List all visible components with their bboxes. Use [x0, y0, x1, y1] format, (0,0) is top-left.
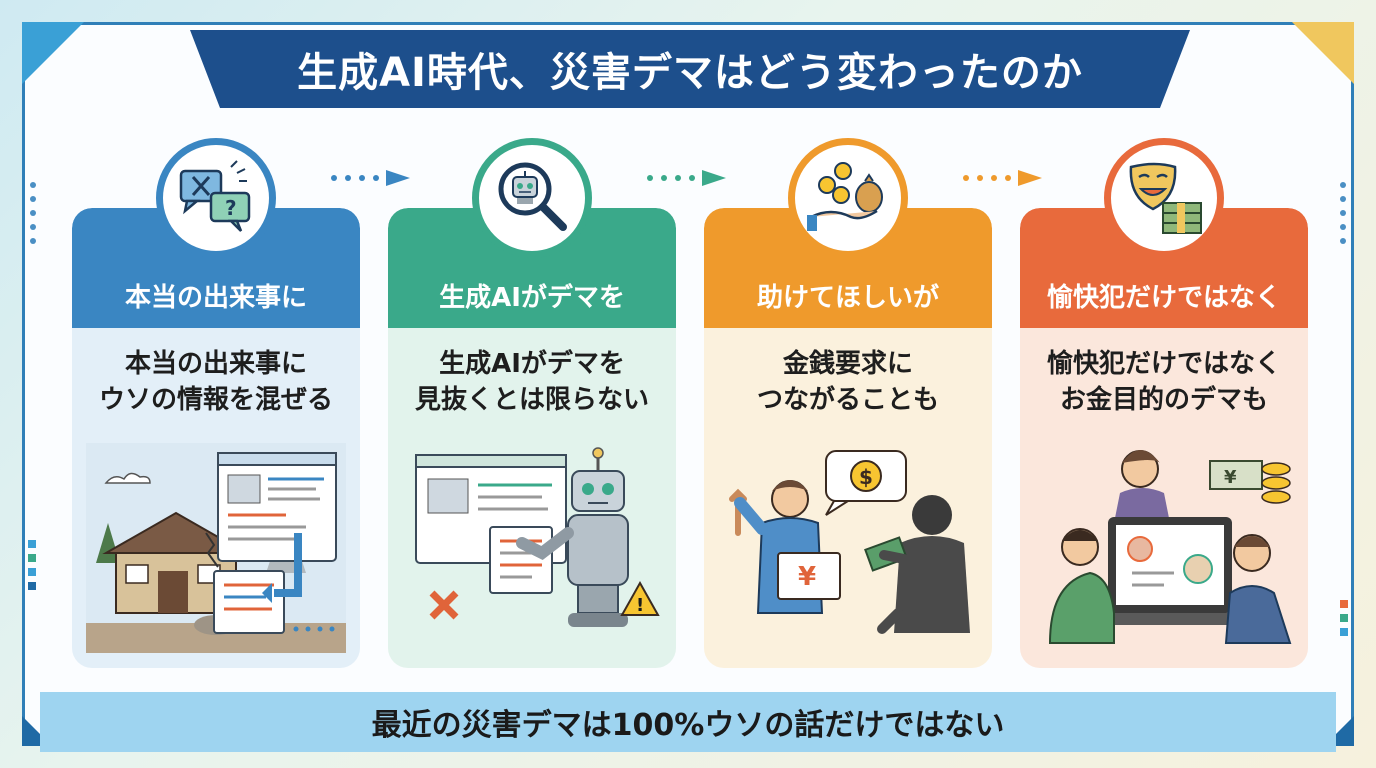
- arrow-3-to-4-icon: [963, 170, 1042, 186]
- card-2-description: 生成AIがデマを 見抜くとは限らない: [388, 346, 676, 418]
- title-banner: 生成AI時代、災害デマはどう変わったのか: [190, 30, 1190, 108]
- damaged-house-illustration: [86, 443, 346, 653]
- dots-decoration-left: [30, 182, 36, 252]
- squares-decoration-left: [28, 540, 36, 596]
- robot-magnifier-icon: [472, 138, 592, 258]
- card-2-label: 生成AIがデマを: [439, 283, 625, 313]
- card-1-description-line-2: ウソの情報を混ぜる: [98, 385, 333, 415]
- page-title: 生成AI時代、災害デマはどう変わったのか: [297, 50, 1083, 96]
- card-2: 生成AIがデマを 生成AIがデマを 見抜くとは限らない: [388, 208, 676, 668]
- arrow-2-to-3-icon: [647, 170, 726, 186]
- robot-document-illustration: !: [415, 447, 660, 627]
- money-hand-icon: [788, 138, 908, 258]
- svg-text:!: !: [636, 595, 644, 616]
- scammers-laptop-illustration: ¥: [1048, 450, 1292, 644]
- mask-money-icon: [1104, 138, 1224, 258]
- card-3-bubble-text: $: [859, 465, 873, 489]
- card-2-body: 生成AIがデマを 見抜くとは限らない: [388, 328, 676, 668]
- card-3-description: 金銭要求に つながることも: [704, 346, 992, 418]
- card-1: 本当の出来事に 本当の出来事に ウソの情報を混ぜる: [72, 208, 360, 668]
- card-3: 助けてほしいが 金銭要求に つながることも ¥ $: [704, 208, 992, 668]
- card-1-description-line-1: 本当の出来事に: [124, 349, 307, 379]
- card-3-label: 助けてほしいが: [756, 283, 939, 313]
- card-4-description-line-2: お金目的のデマも: [1059, 385, 1268, 415]
- card-4: 愉快犯だけではなく 愉快犯だけではなく お金目的のデマも ¥: [1020, 208, 1308, 668]
- squares-decoration-right: [1340, 600, 1348, 642]
- card-1-body: 本当の出来事に ウソの情報を混ぜる: [72, 328, 360, 668]
- card-4-description-line-1: 愉快犯だけではなく: [1046, 349, 1281, 379]
- card-3-description-line-1: 金銭要求に: [782, 349, 913, 379]
- card-4-body: 愉快犯だけではなく お金目的のデマも ¥: [1020, 328, 1308, 668]
- money-demand-illustration: ¥ $: [729, 450, 970, 634]
- footer-text: 最近の災害デマは100%ウソの話だけではない: [371, 708, 1005, 743]
- svg-text:?: ?: [225, 196, 237, 220]
- card-3-sign-text: ¥: [798, 562, 816, 592]
- card-4-label: 愉快犯だけではなく: [1046, 283, 1281, 313]
- card-1-description: 本当の出来事に ウソの情報を混ぜる: [72, 346, 360, 418]
- dots-decoration-right: [1340, 182, 1346, 252]
- card-3-body: 金銭要求に つながることも ¥ $: [704, 328, 992, 668]
- footer-banner: 最近の災害デマは100%ウソの話だけではない: [40, 692, 1336, 752]
- card-2-description-line-1: 生成AIがデマを: [439, 349, 625, 379]
- card-1-label: 本当の出来事に: [124, 283, 307, 313]
- corner-decoration-top-left: [22, 22, 84, 84]
- arrow-1-to-2-icon: [331, 170, 410, 186]
- card-2-description-line-2: 見抜くとは限らない: [414, 385, 649, 415]
- chat-bubbles-icon: ?: [156, 138, 276, 258]
- corner-decoration-top-right: [1292, 22, 1354, 84]
- card-3-description-line-2: つながることも: [756, 385, 939, 415]
- card-4-description: 愉快犯だけではなく お金目的のデマも: [1020, 346, 1308, 418]
- card-4-bill-text: ¥: [1224, 467, 1237, 488]
